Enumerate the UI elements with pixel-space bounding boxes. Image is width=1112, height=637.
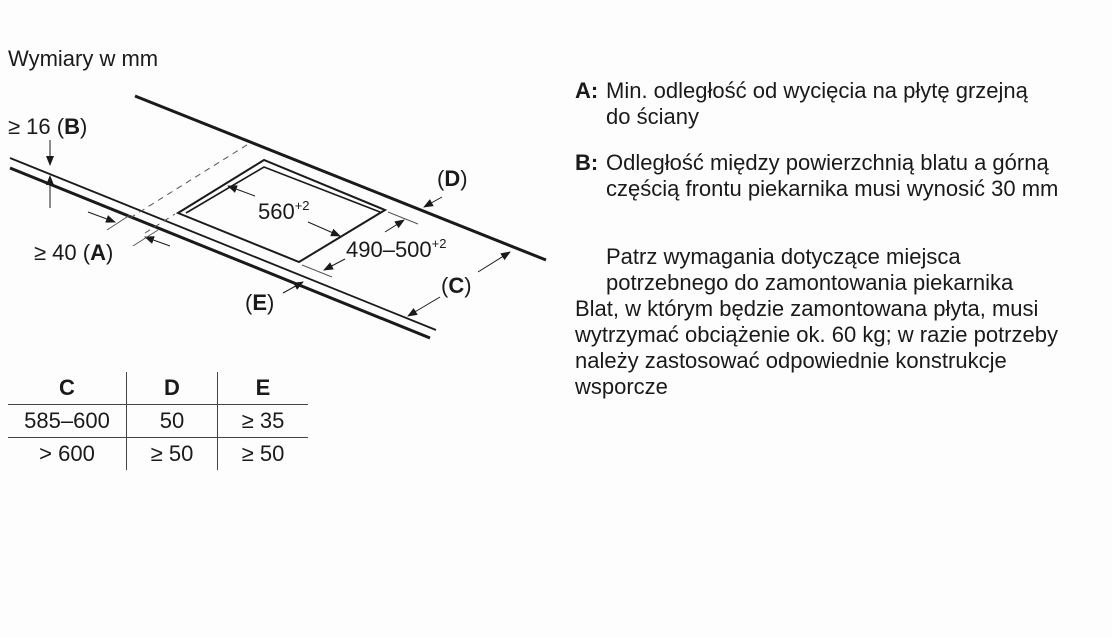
table-header-row: C D E (8, 372, 308, 405)
cell: ≥ 50 (126, 437, 218, 470)
oven-space-reference: Patrz wymagania dotyczące miejsca potrze… (606, 244, 1014, 295)
note-text: Min. odległość od wycięcia na płytę grze… (606, 78, 1028, 129)
label-e: (E) (245, 290, 275, 315)
page-title: Wymiary w mm (8, 46, 159, 71)
header-d: D (126, 372, 218, 405)
label-depth: 490–500+2 (346, 236, 447, 262)
header-e: E (217, 372, 308, 405)
table-row: 585–600 50 ≥ 35 (8, 404, 308, 438)
label-a: ≥ 40 (A) (34, 240, 114, 265)
worktop-load-note: Blat, w którym będzie zamontowana płyta,… (575, 296, 1058, 399)
label-b: ≥ 16 (B) (8, 114, 88, 139)
note-key: A: (575, 78, 599, 103)
label-c: (C) (441, 273, 472, 298)
cell: ≥ 50 (217, 437, 308, 470)
header-c: C (59, 375, 75, 400)
notes-section: A: Min. odległość od wycięcia na płytę g… (575, 78, 1105, 400)
cutout-diagram (9, 94, 547, 340)
note-b: B: Odległość między powierzchnią blatu a… (575, 150, 1105, 202)
note-text: Odległość między powierzchnią blatu a gó… (606, 150, 1059, 201)
label-width: 560+2 (258, 198, 310, 224)
cell: ≥ 35 (217, 404, 308, 438)
table-row: > 600 ≥ 50 ≥ 50 (8, 437, 308, 470)
cell: > 600 (8, 437, 127, 470)
note-a: A: Min. odległość od wycięcia na płytę g… (575, 78, 1105, 130)
dimensions-table: C D E 585–600 50 ≥ 35 > 600 ≥ 50 ≥ 50 (8, 372, 308, 470)
cell: 585–600 (8, 404, 127, 438)
label-d: (D) (437, 166, 468, 191)
note-key: B: (575, 150, 599, 175)
cell: 50 (126, 404, 218, 438)
